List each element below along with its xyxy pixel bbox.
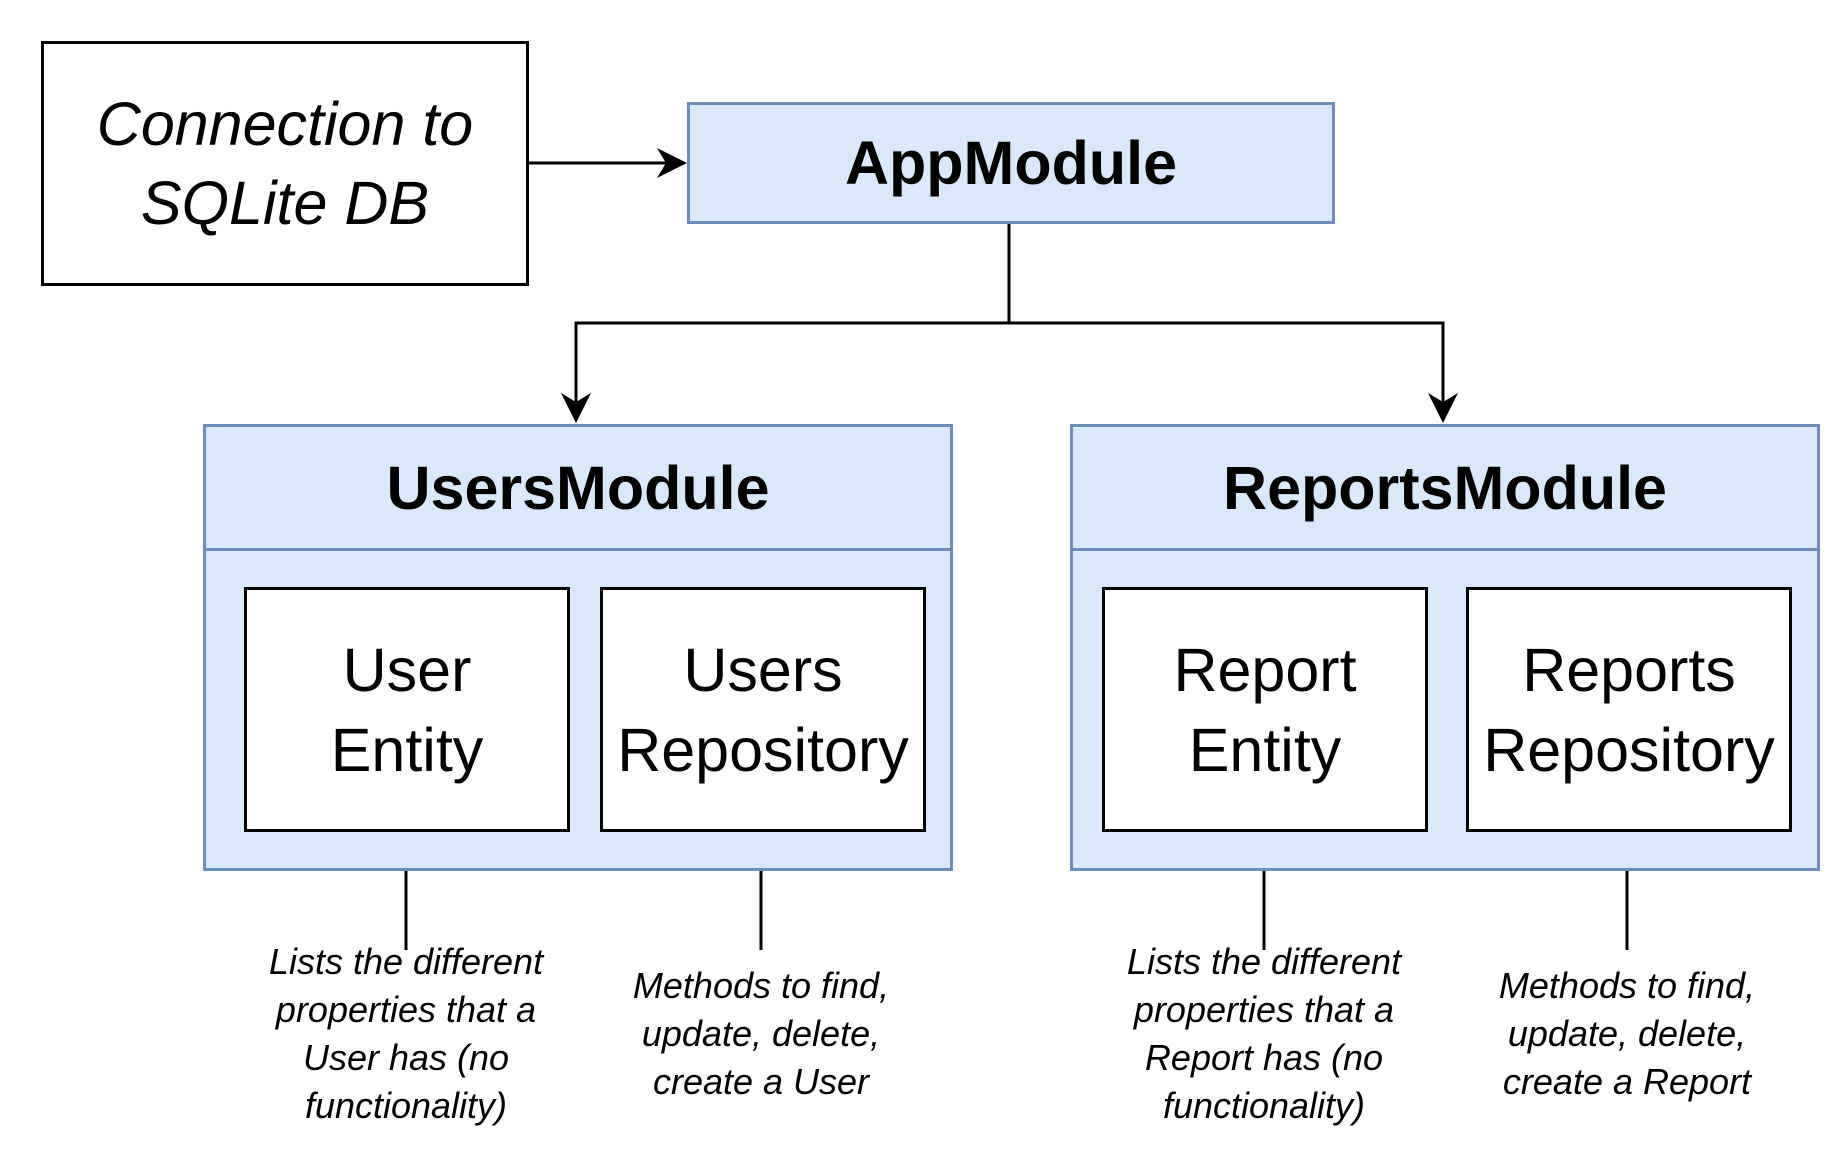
users-module-header: UsersModule	[206, 427, 950, 551]
report-entity-note: Lists the different properties that a Re…	[1126, 941, 1402, 1126]
reports-module-container: ReportsModule Report Entity Reports Repo…	[1070, 424, 1820, 871]
reports-repository-node: Reports Repository	[1466, 587, 1792, 832]
user-entity-note: Lists the different properties that a Us…	[268, 941, 544, 1126]
users-repository-node: Users Repository	[600, 587, 926, 832]
db-connection-label: Connection to SQLite DB	[96, 89, 474, 237]
report-entity-node: Report Entity	[1102, 587, 1428, 832]
user-entity-node: User Entity	[244, 587, 570, 832]
users-repository-note: Methods to find, update, delete, create …	[632, 965, 890, 1102]
user-entity-label: User Entity	[330, 635, 484, 784]
db-connection-node: Connection to SQLite DB	[41, 41, 529, 286]
reports-repository-label: Reports Repository	[1483, 635, 1775, 784]
users-module-title: UsersModule	[386, 453, 770, 522]
app-to-reports-arrow	[1009, 321, 1458, 423]
reports-module-header: ReportsModule	[1073, 427, 1817, 551]
app-to-users-arrow	[561, 224, 1011, 423]
reports-repository-note: Methods to find, update, delete, create …	[1498, 965, 1756, 1102]
reports-module-title: ReportsModule	[1223, 453, 1667, 522]
users-module-container: UsersModule User Entity Users Repository	[203, 424, 953, 871]
app-module-label: AppModule	[844, 129, 1178, 197]
report-entity-label: Report Entity	[1173, 635, 1357, 784]
app-module-node: AppModule	[687, 102, 1335, 224]
users-repository-label: Users Repository	[617, 635, 909, 784]
